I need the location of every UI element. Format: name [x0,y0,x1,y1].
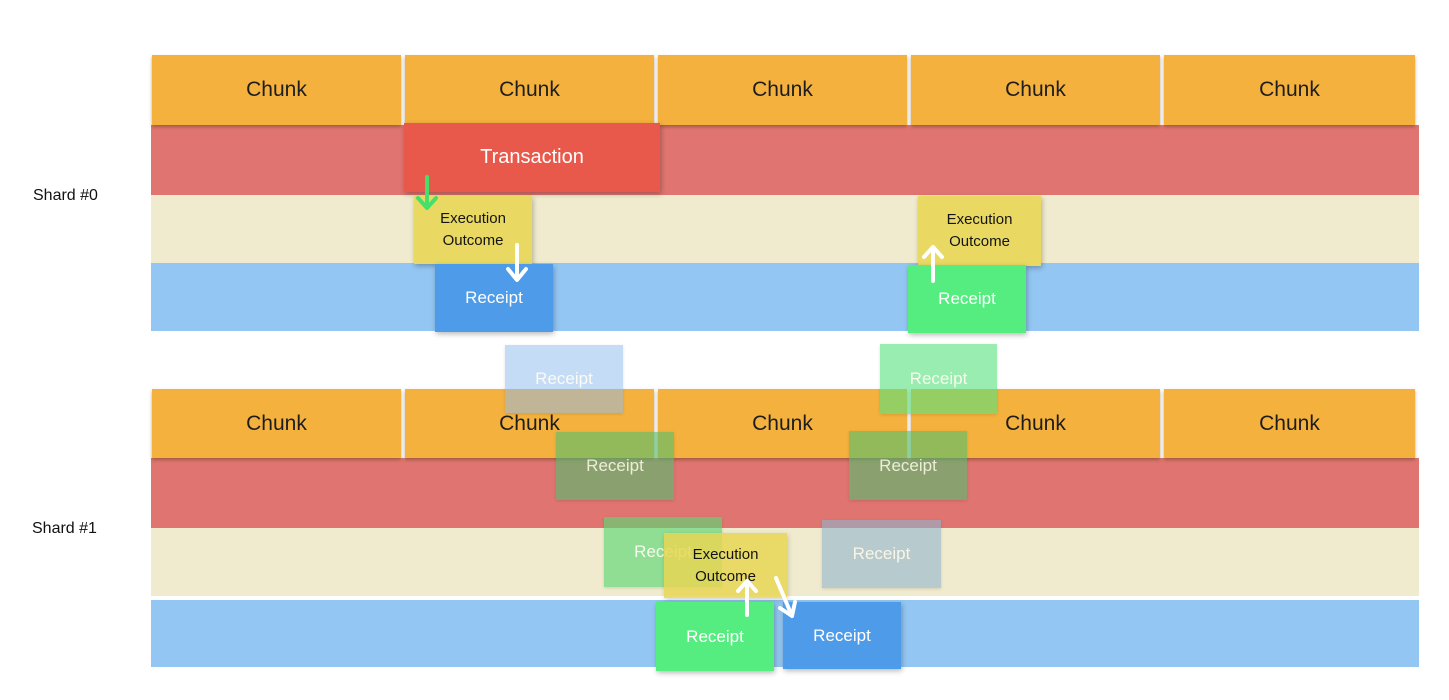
shard1-chunk-1: Chunk [152,389,401,458]
execution-outcome-block: Execution Outcome [414,196,532,264]
arrow-up-icon [922,245,944,283]
shard0-chunk-2: Chunk [405,55,654,125]
shard1-chunk-5: Chunk [1164,389,1415,458]
ghost-receipt: Receipt [880,344,997,414]
shard1-transaction-band [151,458,1419,528]
arrow-up-icon [736,579,758,617]
execution-outcome-line1: Execution [946,211,1013,228]
execution-outcome-line1: Execution [692,545,759,563]
receipt-block: Receipt [908,265,1026,333]
arrow-down-icon [506,243,528,282]
ghost-receipt: Receipt [505,345,623,413]
execution-outcome-block: Execution Outcome [918,196,1041,266]
arrow-down-icon [416,175,438,210]
shard0-execution-band [151,195,1419,263]
ghost-receipt: Receipt [849,431,967,500]
execution-outcome-line1: Execution [440,210,506,227]
shard0-receipt-band [151,263,1419,331]
transaction-block: Transaction [404,123,660,192]
execution-outcome-line2: Outcome [695,567,756,585]
shard0-chunk-3: Chunk [658,55,907,125]
shard0-chunk-5: Chunk [1164,55,1415,125]
shard-1-label: Shard #1 [32,520,97,537]
arrow-diagonal-down-icon [774,576,797,618]
receipt-block: Receipt [435,264,553,332]
receipt-block: Receipt [656,602,774,671]
shard0-chunk-1: Chunk [152,55,401,125]
receipt-block: Receipt [783,602,901,669]
execution-outcome-line2: Outcome [442,232,504,249]
shard0-transaction-band [151,125,1419,195]
shard-0-label: Shard #0 [33,187,98,204]
execution-outcome-line2: Outcome [949,233,1010,250]
shard0-chunk-4: Chunk [911,55,1160,125]
ghost-receipt: Receipt [822,520,941,588]
execution-outcome-block: Execution Outcome [664,533,787,598]
ghost-receipt: Receipt [556,432,674,500]
